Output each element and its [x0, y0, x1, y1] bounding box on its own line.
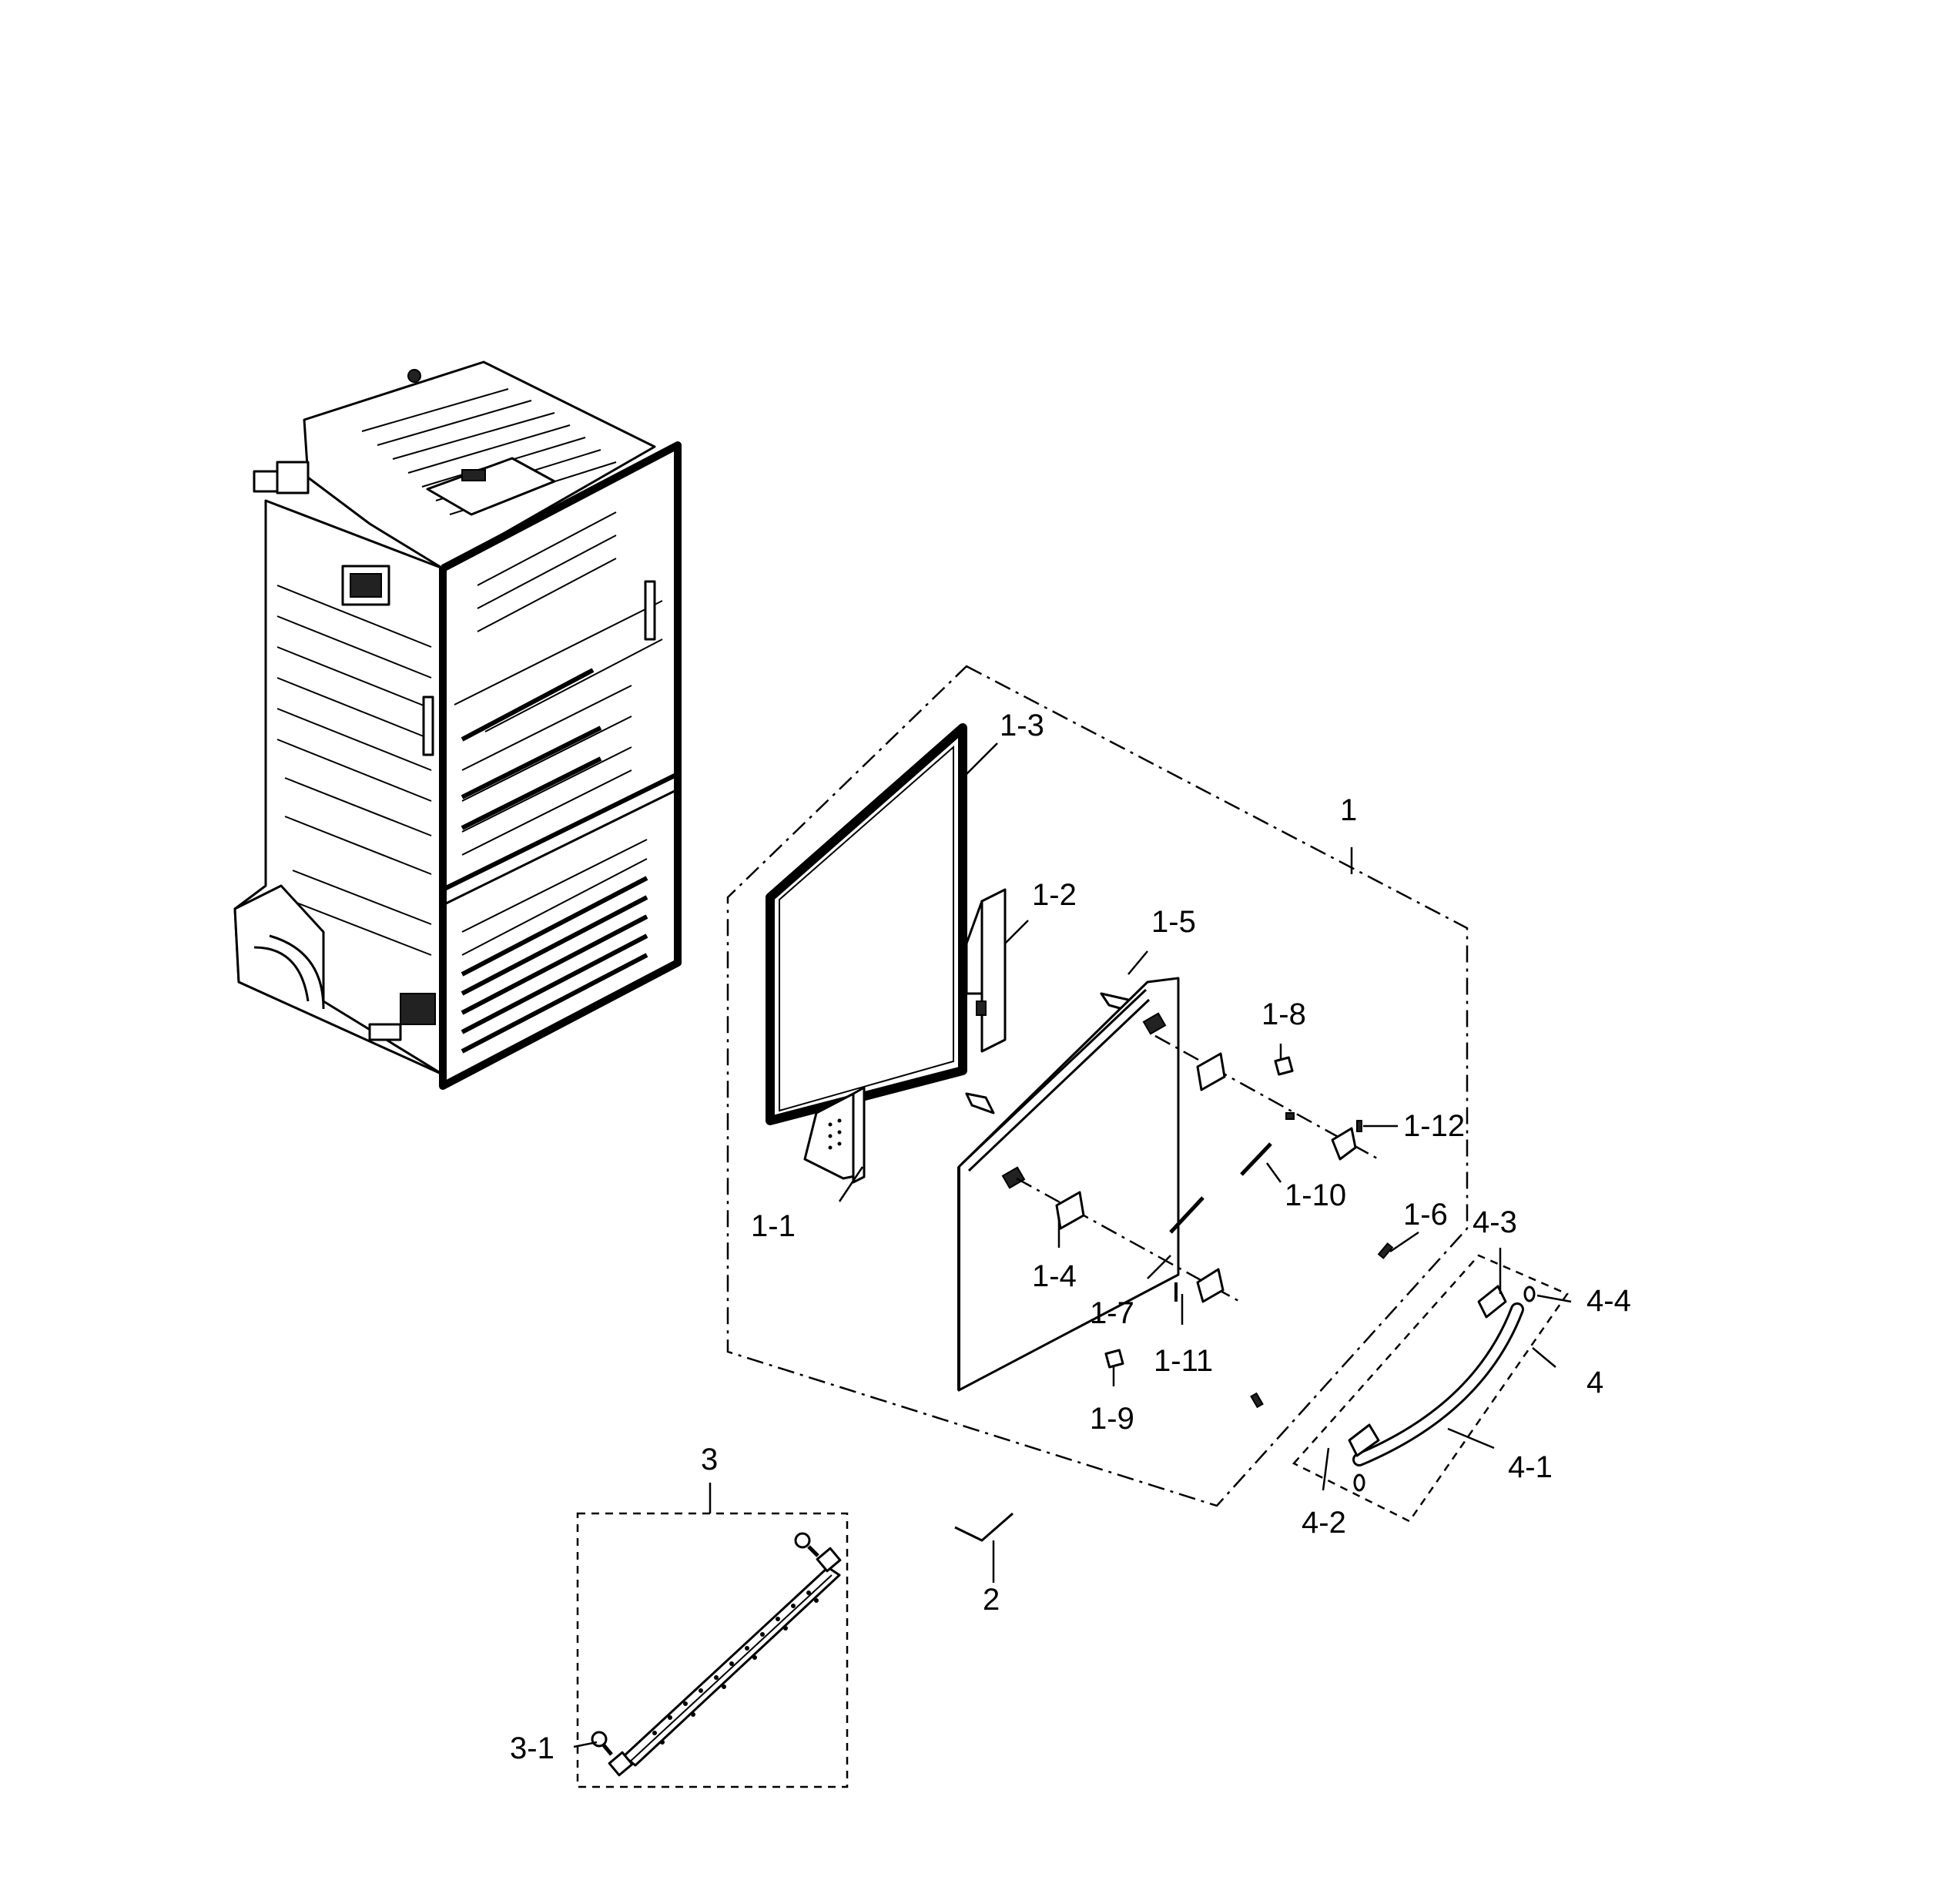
bracket-1-1 [803, 1086, 866, 1184]
assembly-4-boundary [1292, 1254, 1569, 1523]
callout-1-11: 1-11 [1154, 1344, 1213, 1378]
callout-4-1: 4-1 [1508, 1450, 1553, 1484]
callout-1-6: 1-6 [1403, 1198, 1448, 1232]
rod-1-10 [1240, 1142, 1272, 1176]
handle-cap-4-2 [1348, 1423, 1380, 1457]
hinge-plate-upper [1196, 1052, 1226, 1091]
callout-1-5: 1-5 [1151, 905, 1196, 939]
callout-3-1: 3-1 [510, 1731, 554, 1765]
bracket-1-2 [965, 888, 1007, 1053]
callout-3: 3 [701, 1443, 718, 1476]
callout-4-3: 4-3 [1473, 1205, 1517, 1239]
clip-small [965, 1092, 995, 1114]
gasket-1-3 [766, 723, 967, 1125]
callout-1: 1 [1340, 793, 1357, 827]
handle-cap-4-3 [1477, 1285, 1507, 1319]
block-1-8 [1274, 1056, 1294, 1076]
washer-upper [1285, 1112, 1295, 1120]
callout-labels: 1 1-3 1-2 1-5 1-8 1-12 1-10 1-6 1-1 1-4 … [510, 709, 1631, 1765]
callout-4: 4 [1586, 1366, 1603, 1399]
hinge-cam-1-12 [1331, 1127, 1357, 1161]
callout-1-4: 1-4 [1032, 1259, 1077, 1293]
screw-lower [1250, 1392, 1264, 1409]
hinge-cam-lower [1196, 1268, 1225, 1303]
block-1-9 [1104, 1349, 1124, 1369]
callout-1-8: 1-8 [1261, 997, 1306, 1031]
hinge-axis-lower [1016, 1177, 1241, 1303]
door-panel [957, 977, 1180, 1392]
screw-1-6 [1377, 1242, 1394, 1259]
callout-1-1: 1-1 [751, 1209, 796, 1243]
callout-1-10: 1-10 [1285, 1178, 1346, 1212]
callout-1-12: 1-12 [1403, 1109, 1465, 1143]
hinge-axis-upper [1154, 1034, 1379, 1161]
callout-1-7: 1-7 [1090, 1296, 1134, 1330]
callout-1-2: 1-2 [1032, 878, 1077, 912]
pin-1-12 [1356, 1120, 1362, 1132]
assembly-3-boundary [576, 1512, 849, 1788]
rod-1-7 [1169, 1196, 1204, 1234]
callout-1-3: 1-3 [1000, 709, 1044, 742]
screw-3-upper [794, 1532, 819, 1557]
handle-4-1 [1352, 1302, 1524, 1466]
leader-lines [573, 742, 1572, 1748]
handle-cap-4-4 [1523, 1285, 1536, 1302]
handle-3 [608, 1547, 842, 1777]
bracket-2 [954, 1512, 1014, 1542]
callout-4-4: 4-4 [1586, 1284, 1631, 1318]
callout-1-9: 1-9 [1090, 1402, 1134, 1436]
assembly-1-boundary [726, 665, 1469, 1507]
handle-end-4-2 [1353, 1473, 1365, 1492]
callout-4-2: 4-2 [1302, 1506, 1346, 1540]
callout-2: 2 [983, 1583, 1000, 1617]
refrigerator-cabinet [233, 360, 682, 1090]
